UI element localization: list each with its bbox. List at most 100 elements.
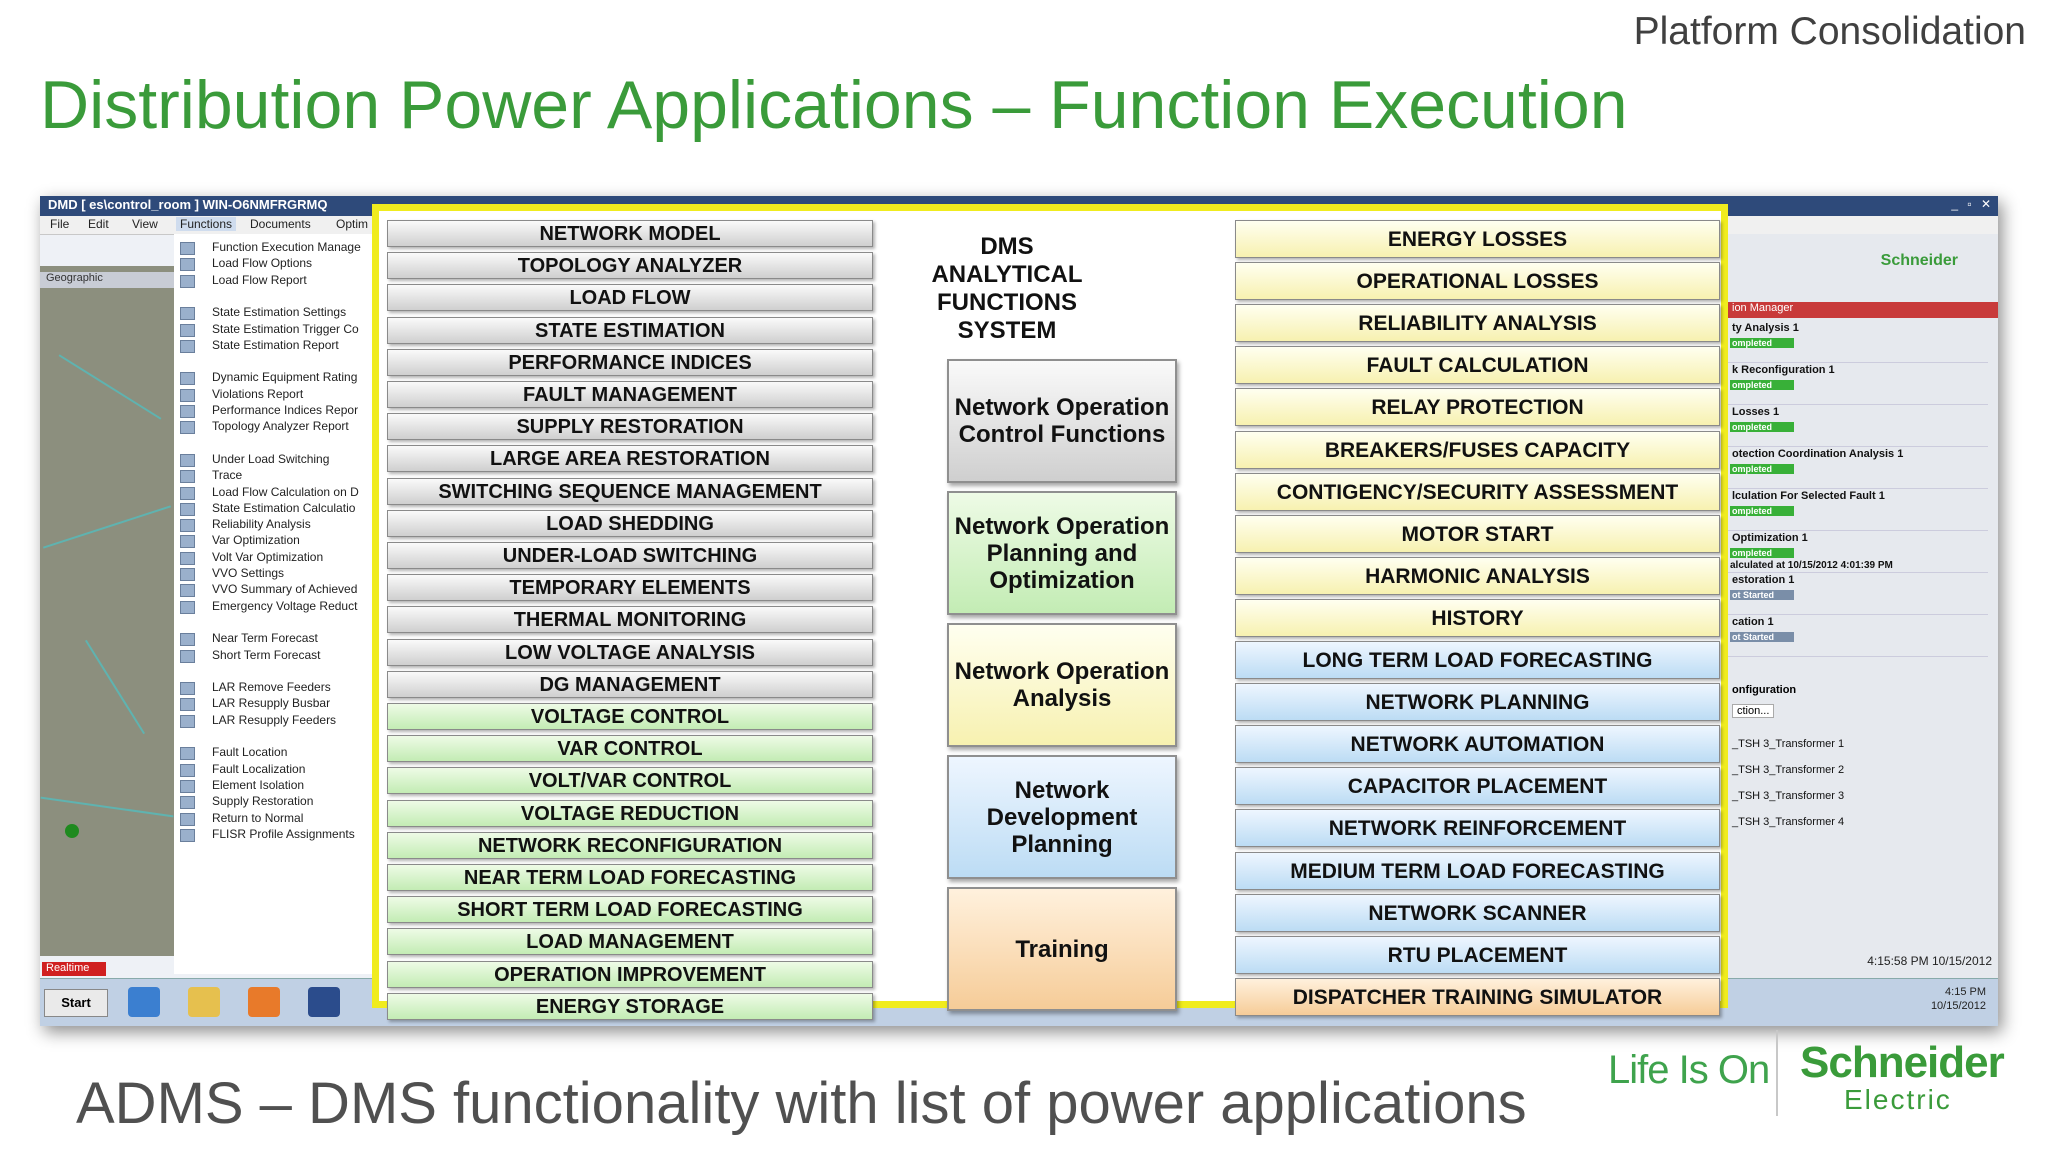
functions-menu-item[interactable]: Short Term Forecast — [174, 646, 378, 666]
transformer-row[interactable]: _TSH 3_Transformer 3 — [1732, 790, 1845, 802]
functions-menu-item[interactable]: State Estimation Report — [174, 336, 378, 356]
functions-menu-item[interactable]: State Estimation Trigger Co — [174, 320, 378, 340]
function-button[interactable]: DG MANAGEMENT — [387, 670, 873, 698]
function-button[interactable]: RTU PLACEMENT — [1235, 935, 1720, 974]
functions-menu-item[interactable]: Fault Location — [174, 743, 378, 763]
menu-optim[interactable]: Optim — [336, 217, 369, 231]
functions-menu-item[interactable]: LAR Resupply Feeders — [174, 711, 378, 731]
menu-file[interactable]: File — [50, 217, 70, 231]
ie-icon[interactable] — [128, 987, 160, 1017]
function-button[interactable]: OPERATION IMPROVEMENT — [387, 960, 873, 988]
function-button[interactable]: PERFORMANCE INDICES — [387, 348, 873, 376]
map-tab[interactable]: Geographic — [40, 272, 180, 288]
transformer-row[interactable]: _TSH 3_Transformer 2 — [1732, 764, 1845, 776]
function-button[interactable]: NEAR TERM LOAD FORECASTING — [387, 864, 873, 891]
function-button[interactable]: FAULT MANAGEMENT — [387, 381, 873, 408]
panel-toolbar[interactable] — [1732, 274, 1994, 298]
functions-menu-item[interactable]: State Estimation Settings — [174, 303, 378, 323]
function-button[interactable]: LARGE AREA RESTORATION — [387, 445, 873, 473]
functions-menu-item[interactable]: VVO Summary of Achieved — [174, 580, 378, 600]
function-button[interactable]: SHORT TERM LOAD FORECASTING — [387, 896, 873, 924]
function-button[interactable]: LOAD SHEDDING — [387, 509, 873, 537]
functions-menu-item[interactable]: Trace — [174, 466, 378, 486]
functions-menu-item[interactable]: Fault Localization — [174, 760, 378, 780]
function-button[interactable]: TOPOLOGY ANALYZER — [387, 252, 873, 280]
functions-menu-item[interactable]: Function Execution Manage — [174, 238, 378, 258]
menu-edit[interactable]: Edit — [88, 217, 109, 231]
window-controls[interactable]: _ ▫ ✕ — [1951, 197, 1994, 211]
function-button[interactable]: LONG TERM LOAD FORECASTING — [1235, 641, 1720, 679]
functions-menu-item[interactable]: FLISR Profile Assignments — [174, 825, 378, 845]
function-button[interactable]: CAPACITOR PLACEMENT — [1235, 767, 1720, 806]
menu-view[interactable]: View — [132, 217, 158, 231]
function-button[interactable]: RELIABILITY ANALYSIS — [1235, 304, 1720, 343]
function-button[interactable]: ENERGY STORAGE — [387, 992, 873, 1020]
function-button[interactable]: CONTIGENCY/SECURITY ASSESSMENT — [1235, 472, 1720, 511]
transformer-row[interactable]: _TSH 3_Transformer 4 — [1732, 816, 1845, 828]
functions-menu-item[interactable]: LAR Remove Feeders — [174, 678, 378, 698]
function-button[interactable]: NETWORK AUTOMATION — [1235, 725, 1720, 764]
functions-menu-item[interactable]: Near Term Forecast — [174, 629, 378, 649]
function-button[interactable]: NETWORK RECONFIGURATION — [387, 831, 873, 859]
function-button[interactable]: STATE ESTIMATION — [387, 316, 873, 344]
function-button[interactable]: ENERGY LOSSES — [1235, 220, 1720, 258]
functions-menu-item[interactable]: Reliability Analysis — [174, 515, 378, 535]
transformer-row[interactable]: _TSH 3_Transformer 1 — [1732, 738, 1845, 750]
function-button[interactable]: VOLT/VAR CONTROL — [387, 767, 873, 795]
start-button[interactable]: Start — [44, 989, 108, 1017]
function-button[interactable]: LOAD MANAGEMENT — [387, 928, 873, 956]
functions-menu-item[interactable]: Load Flow Calculation on D — [174, 483, 378, 503]
function-button[interactable]: RELAY PROTECTION — [1235, 388, 1720, 427]
function-button[interactable]: NETWORK MODEL — [387, 220, 873, 247]
functions-menu-item[interactable]: State Estimation Calculatio — [174, 499, 378, 519]
function-button[interactable]: VOLTAGE CONTROL — [387, 703, 873, 730]
function-button[interactable]: LOW VOLTAGE ANALYSIS — [387, 638, 873, 666]
functions-menu-item[interactable]: Supply Restoration — [174, 792, 378, 812]
function-button[interactable]: BREAKERS/FUSES CAPACITY — [1235, 430, 1720, 469]
function-button[interactable]: MEDIUM TERM LOAD FORECASTING — [1235, 851, 1720, 890]
function-button[interactable]: HARMONIC ANALYSIS — [1235, 556, 1720, 595]
functions-menu-item[interactable]: VVO Settings — [174, 564, 378, 584]
functions-menu-item[interactable]: Emergency Voltage Reduct — [174, 597, 378, 617]
folder-icon[interactable] — [188, 987, 220, 1017]
map-marker[interactable] — [65, 824, 79, 838]
function-button[interactable]: FAULT CALCULATION — [1235, 346, 1720, 385]
function-button[interactable]: SUPPLY RESTORATION — [387, 413, 873, 441]
functions-menu-item[interactable]: Performance Indices Repor — [174, 401, 378, 421]
menu-functions[interactable]: Functions — [176, 217, 237, 231]
functions-menu-item[interactable]: Under Load Switching — [174, 450, 378, 470]
functions-menu-item[interactable]: Load Flow Report — [174, 271, 378, 291]
functions-menu-item[interactable]: Volt Var Optimization — [174, 548, 378, 568]
functions-menu-item[interactable]: Violations Report — [174, 385, 378, 405]
geographic-map[interactable] — [40, 266, 174, 956]
configuration-action[interactable]: ction... — [1732, 704, 1775, 718]
function-button[interactable]: NETWORK PLANNING — [1235, 683, 1720, 722]
function-button[interactable]: TEMPORARY ELEMENTS — [387, 574, 873, 602]
function-button[interactable]: DISPATCHER TRAINING SIMULATOR — [1235, 977, 1720, 1016]
functions-menu-item[interactable]: Return to Normal — [174, 809, 378, 829]
function-button[interactable]: THERMAL MONITORING — [387, 606, 873, 634]
function-button[interactable]: LOAD FLOW — [387, 284, 873, 312]
app-icon[interactable] — [308, 987, 340, 1017]
function-button[interactable]: NETWORK SCANNER — [1235, 893, 1720, 932]
function-button[interactable]: VAR CONTROL — [387, 735, 873, 763]
media-icon[interactable] — [248, 987, 280, 1017]
functions-menu-item[interactable]: Var Optimization — [174, 531, 378, 551]
function-button[interactable]: OPERATIONAL LOSSES — [1235, 262, 1720, 301]
function-button[interactable]: NETWORK REINFORCEMENT — [1235, 809, 1720, 848]
menu-documents[interactable]: Documents — [250, 217, 311, 231]
function-button[interactable]: VOLTAGE REDUCTION — [387, 799, 873, 827]
functions-menu-item[interactable]: Element Isolation — [174, 776, 378, 796]
functions-menu-item[interactable]: Dynamic Equipment Rating — [174, 368, 378, 388]
functions-menu-item[interactable]: Topology Analyzer Report — [174, 417, 378, 437]
functions-menu-item[interactable]: Load Flow Options — [174, 254, 378, 274]
function-button[interactable]: MOTOR START — [1235, 514, 1720, 553]
